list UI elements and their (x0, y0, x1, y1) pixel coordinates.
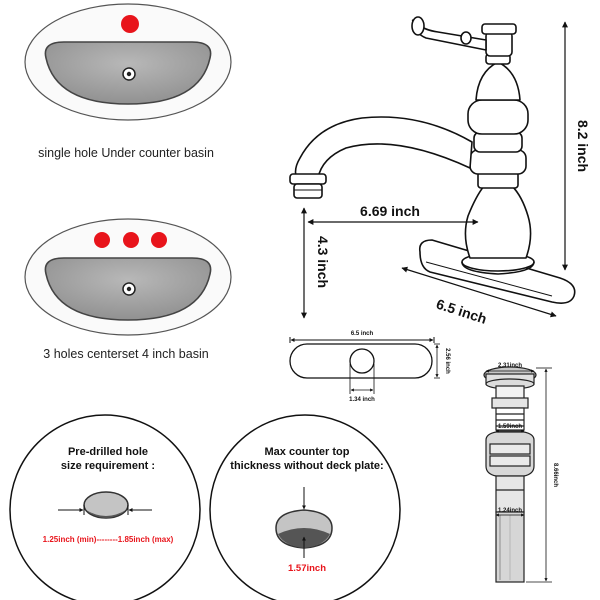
hole-requirement-panel (9, 414, 201, 600)
counter-thickness-title-1: Max counter top (265, 446, 350, 458)
basin-triple-caption: 3 holes centerset 4 inch basin (43, 347, 208, 361)
popup-drain-illustration (483, 366, 537, 583)
drain-mid-label: 1.59inch (498, 424, 522, 430)
tap-hole-red-dot (121, 15, 139, 33)
deck-plate-width-label: 6.5 inch (351, 331, 374, 337)
basin-single-caption: single hole Under counter basin (38, 146, 214, 160)
tap-hole-red-dot (151, 232, 167, 248)
hole-requirement-title-2: size requirement : (61, 460, 155, 472)
counter-thickness-title-2: thickness without deck plate: (230, 460, 383, 472)
tap-hole-red-dot (123, 232, 139, 248)
base-length-dim-line (401, 266, 557, 318)
counter-thickness-panel (209, 414, 401, 600)
deck-plate-height-label: 2.56 inch (444, 348, 450, 374)
drain-top-label: 2.31inch (498, 363, 522, 369)
drain-dimensions (485, 367, 552, 583)
basin-single-hole (24, 3, 232, 121)
faucet-dimensions (301, 21, 568, 319)
deck-plate-top-view (289, 337, 440, 394)
drain-height-label: 8.66inch (552, 463, 558, 487)
hole-requirement-range: 1.25inch (min)--------1.85inch (max) (43, 535, 174, 544)
faucet-reach-label: 6.69 inch (360, 203, 420, 219)
counter-thickness-value: 1.57inch (288, 563, 326, 574)
faucet-spout-height-label: 4.3 inch (315, 236, 331, 288)
tap-hole-red-dot (94, 232, 110, 248)
drain-bottom-label: 1.24inch (498, 508, 522, 514)
faucet-spout (294, 116, 473, 179)
faucet-illustration (289, 16, 576, 304)
faucet-height-label: 8.2 inch (575, 120, 591, 172)
deck-plate-hole-label: 1.34 inch (349, 397, 375, 403)
faucet-base-length-label: 6.5 inch (434, 296, 489, 327)
deck-plate-hole (349, 348, 375, 374)
counter-hole-icon (83, 491, 129, 519)
hole-requirement-title-1: Pre-drilled hole (68, 446, 148, 458)
basin-three-hole (24, 218, 232, 336)
